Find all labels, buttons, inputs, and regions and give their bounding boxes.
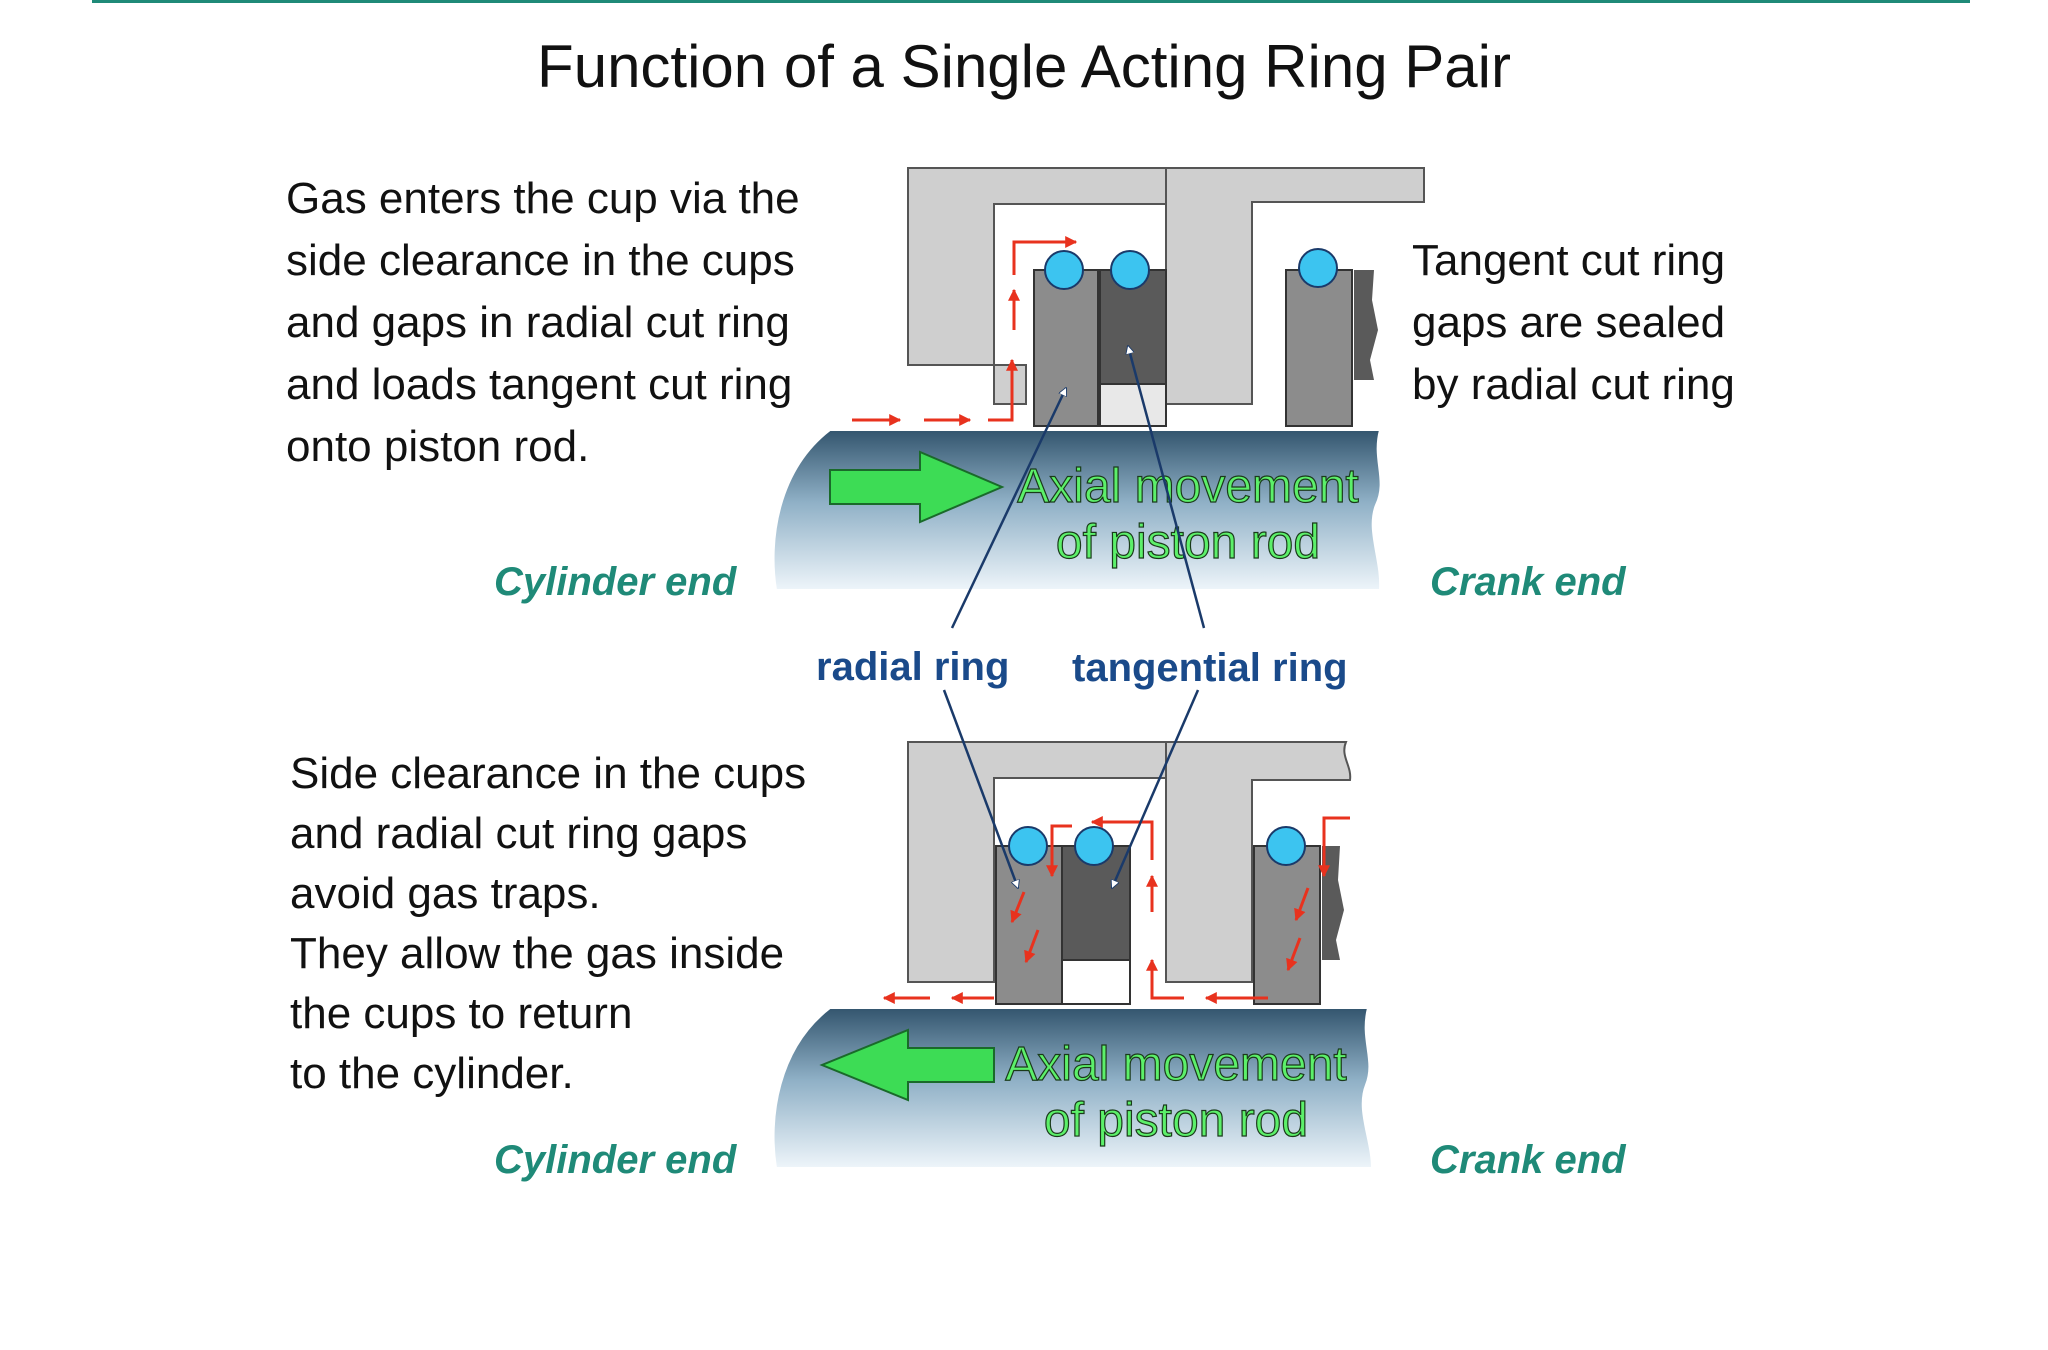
bottom-description: Side clearance in the cups and radial cu… — [290, 744, 806, 1104]
top-description: Gas enters the cup via the side clearanc… — [286, 168, 800, 478]
top-rule — [92, 0, 1970, 3]
top-description-line: Gas enters the cup via the — [286, 174, 800, 223]
bottom-description-line: to the cylinder. — [290, 1049, 574, 1098]
garter-spring-icon — [1074, 826, 1114, 866]
red-flow-arrow-icon — [852, 236, 1078, 426]
top-radial-ring — [1033, 269, 1099, 427]
garter-spring-icon — [1266, 826, 1306, 866]
ring-leader-lines — [942, 346, 1206, 888]
top-motion-label: Axial movement of piston rod — [1017, 459, 1360, 569]
top-tangent-gap — [1099, 383, 1167, 427]
bottom-panel-diagram: Axial movement of piston rod — [772, 741, 1374, 1169]
top-description-line: and gaps in radial cut ring — [286, 298, 790, 347]
top-motion-line-1: Axial movement — [1017, 460, 1358, 513]
tangent-ring-note: Tangent cut ring gaps are sealed by radi… — [1412, 230, 1735, 416]
red-flow-arrow-icon — [882, 816, 1350, 1004]
garter-spring-icon — [1008, 826, 1048, 866]
garter-spring-icon — [1044, 250, 1084, 290]
tangential-leader-bottom — [1112, 689, 1200, 888]
bottom-description-line: the cups to return — [290, 989, 633, 1038]
bottom-description-line: They allow the gas inside — [290, 929, 785, 978]
tangential-ring-label: tangential ring — [1072, 646, 1348, 690]
bottom-description-line: and radial cut ring gaps — [290, 809, 748, 858]
note-line: by radial cut ring — [1412, 360, 1735, 409]
garter-spring-icon — [1110, 250, 1150, 290]
bottom-motion-label: Axial movement of piston rod — [1005, 1037, 1348, 1147]
top-cylinder-end-label: Cylinder end — [494, 560, 737, 604]
top-crank-ring-edge — [1354, 270, 1378, 380]
top-description-line: side clearance in the cups — [286, 236, 795, 285]
bottom-tangent-gap — [1061, 959, 1131, 1005]
radial-ring-label: radial ring — [816, 645, 1010, 689]
top-panel-diagram: Axial movement of piston rod — [772, 167, 1425, 591]
slide-title: Function of a Single Acting Ring Pair — [537, 33, 1511, 100]
bottom-motion-line-1: Axial movement — [1005, 1038, 1346, 1091]
radial-leader-bottom — [942, 689, 1018, 888]
tangential-leader-top — [1128, 346, 1206, 629]
garter-spring-icon — [1298, 248, 1338, 288]
note-line: Tangent cut ring — [1412, 236, 1726, 285]
bottom-right-cup — [1165, 741, 1352, 983]
top-description-line: onto piston rod. — [286, 422, 590, 471]
bottom-cylinder-end-label: Cylinder end — [494, 1138, 737, 1182]
note-line: gaps are sealed — [1412, 298, 1726, 347]
green-block-arrow-icon — [829, 450, 1005, 524]
bottom-crank-end-label: Crank end — [1430, 1138, 1626, 1182]
green-block-arrow-icon — [819, 1028, 995, 1102]
bottom-description-line: avoid gas traps. — [290, 869, 601, 918]
top-crank-ring — [1285, 269, 1353, 427]
bottom-crank-ring — [1253, 845, 1321, 1005]
bottom-description-line: Side clearance in the cups — [290, 749, 807, 798]
radial-leader-top — [950, 388, 1068, 629]
top-motion-line-2: of piston rod — [1056, 516, 1320, 569]
top-crank-end-label: Crank end — [1430, 560, 1626, 604]
bottom-motion-line-2: of piston rod — [1044, 1094, 1308, 1147]
top-description-line: and loads tangent cut ring — [286, 360, 793, 409]
